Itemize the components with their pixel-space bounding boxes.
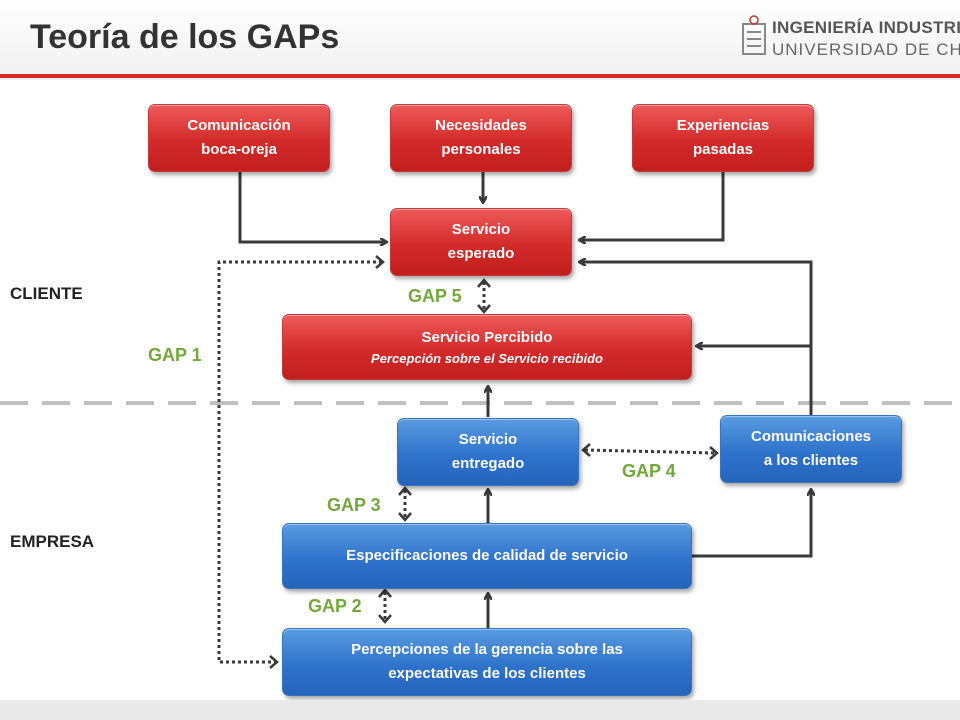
gap1-label: GAP 1 [148, 345, 202, 365]
university-logo: INGENIERÍA INDUSTRIAL UNIVERSIDAD DE CHI… [742, 12, 960, 62]
box-text: entregado [451, 455, 525, 472]
box-comunicaciones-clientes: Comunicaciones a los clientes [720, 415, 902, 483]
gap4-label: GAP 4 [622, 461, 676, 481]
logo-line2: UNIVERSIDAD DE CHILE [772, 40, 960, 59]
crest-icon [742, 15, 766, 55]
box-percepciones-gerencia: Percepciones de la gerencia sobre las exp… [282, 628, 692, 696]
gap4-connector [584, 448, 716, 455]
box-servicio-entregado: Servicio entregado [397, 418, 579, 486]
gap5-arrowhead-top [477, 278, 491, 288]
box-text: Especificaciones de calidad de servicio [346, 547, 628, 564]
box-comunicacion-boca-oreja: Comunicación boca-oreja [148, 104, 330, 172]
box-subtext: Percepción sobre el Servicio recibido [371, 351, 603, 366]
header-divider [0, 74, 960, 78]
box-text: Necesidades [435, 117, 527, 134]
box-text: expectativas de los clientes [388, 665, 586, 682]
gap3-label: GAP 3 [327, 495, 381, 515]
box-text: Experiencias [676, 117, 770, 134]
box-text: Comunicaciones [750, 428, 872, 445]
arrow-comunicacion-to-esperado [238, 172, 386, 242]
box-text: a los clientes [763, 452, 859, 469]
arrow-experiencias-to-esperado [580, 172, 725, 240]
zone-label-company: EMPRESA [10, 532, 95, 551]
box-text: personales [441, 141, 521, 158]
arrow-feedback-to-esperado [580, 262, 813, 415]
gap3-arrowhead-bottom [398, 512, 412, 522]
box-experiencias-pasadas: Experiencias pasadas [632, 104, 814, 172]
gap1-arrowhead-top [375, 255, 385, 269]
footer-bar [0, 700, 960, 720]
gap2-arrowhead-top [378, 588, 392, 598]
box-servicio-esperado: Servicio esperado [390, 208, 572, 276]
box-text: Comunicación [187, 117, 291, 134]
gap2-label: GAP 2 [308, 596, 362, 616]
gap2-arrowhead-bottom [378, 614, 392, 624]
gap1-arrowhead-bottom [269, 655, 279, 669]
box-text: Servicio Percibido [421, 329, 553, 346]
page-title: Teoría de los GAPs [30, 18, 340, 56]
box-necesidades-personales: Necesidades personales [390, 104, 572, 172]
gap1-connector [217, 260, 382, 664]
box-text: Percepciones de la gerencia sobre las [351, 641, 623, 658]
gap5-arrowhead-bottom [477, 304, 491, 314]
arrow-especificaciones-to-comunicaciones [692, 490, 811, 558]
box-text: pasadas [692, 141, 754, 158]
box-text: boca-oreja [201, 141, 277, 158]
box-especificaciones-calidad: Especificaciones de calidad de servicio [282, 523, 692, 589]
gap4-arrowhead-right [709, 446, 719, 460]
zone-label-client: CLIENTE [10, 284, 83, 303]
box-text: Servicio [458, 431, 518, 448]
gap5-label: GAP 5 [408, 286, 462, 306]
gap3-arrowhead-top [398, 486, 412, 496]
logo-line1: INGENIERÍA INDUSTRIAL [772, 18, 960, 37]
header-bar [0, 0, 960, 80]
box-text: esperado [447, 245, 515, 262]
gap4-arrowhead-left [581, 443, 591, 457]
box-text: Servicio [451, 221, 511, 238]
